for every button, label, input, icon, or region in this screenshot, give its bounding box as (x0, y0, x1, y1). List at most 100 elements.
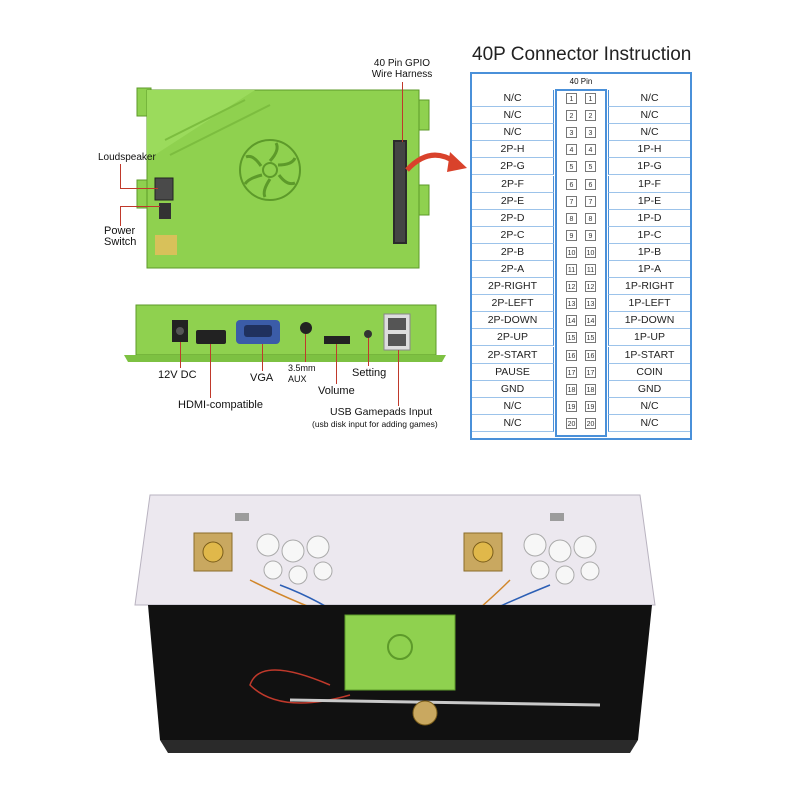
dc-label: 12V DC (158, 369, 197, 381)
lead-line (120, 164, 121, 188)
led-strip (289, 698, 601, 707)
pin-right-signal: 1P-G (608, 158, 690, 176)
pin-left-signal: 2P-RIGHT (472, 278, 554, 296)
pin-right-signal: 1P-H (608, 141, 690, 159)
pin-table-header: 40 Pin (569, 77, 593, 86)
pin-number-right: 13 (585, 298, 596, 310)
pin-right-signal: 1P-UP (608, 329, 690, 347)
board-inside (344, 614, 456, 691)
pin-number-right: 1 (585, 93, 596, 104)
vga-label: VGA (250, 372, 274, 384)
usb-note: (usb disk input for adding games) (312, 419, 438, 429)
pin-left-signal: 2P-E (472, 192, 554, 210)
arrow-icon (405, 152, 467, 172)
board-side-view (124, 304, 446, 362)
pin-number-left: 3 (566, 127, 577, 139)
pin-right-signal: 1P-F (608, 175, 690, 193)
acrylic-lid (134, 494, 656, 606)
pin-left-signal: 2P-LEFT (472, 295, 554, 313)
lead-line (402, 82, 403, 142)
pin-number-left: 19 (566, 400, 577, 412)
pin-number-right: 4 (585, 144, 596, 156)
pin-left-signal: N/C (472, 124, 554, 142)
pin-left-signal: 2P-D (472, 209, 554, 227)
pin-number-right: 2 (585, 110, 596, 122)
hdmi-port-icon (196, 330, 226, 344)
hdmi-label: HDMI-compatible (178, 399, 263, 411)
pin-number-left: 13 (566, 298, 577, 310)
pin-number-left: 20 (566, 417, 577, 429)
pin-left-signal: PAUSE (472, 363, 554, 381)
pin-number-right: 10 (585, 246, 596, 258)
pin-number-right: 5 (585, 161, 596, 173)
pin-right-signal: 1P-DOWN (608, 312, 690, 330)
gpio-label: 40 Pin GPIO Wire Harness (371, 58, 433, 80)
pin-number-left: 12 (566, 281, 577, 293)
pin-number-left: 16 (566, 349, 577, 361)
pin-number-left: 15 (566, 332, 577, 344)
pin-number-left: 11 (566, 264, 577, 275)
pin-number-left: 17 (566, 366, 577, 378)
pin-left-signal: 2P-A (472, 261, 554, 279)
lead-line (120, 188, 158, 189)
power-switch-label: Power Switch (104, 225, 137, 248)
pin-right-signal: N/C (608, 397, 690, 415)
pin-number-right: 17 (585, 366, 596, 378)
pin-right-signal: 1P-D (608, 209, 690, 227)
pin-right-signal: N/C (608, 90, 690, 108)
setting-button-icon (364, 330, 372, 338)
arcade-console-photo (134, 494, 656, 753)
volume-label: Volume (318, 385, 355, 397)
pin-number-left: 2 (566, 110, 577, 122)
lead-line (368, 338, 369, 366)
pin-left-signal: 2P-START (472, 346, 554, 364)
pin-number-left: 7 (566, 195, 577, 207)
pin-number-right: 3 (585, 127, 596, 139)
pin-number-left: 1 (566, 93, 577, 104)
pin-right-signal: 1P-C (608, 226, 690, 244)
pin-number-left: 9 (566, 229, 577, 241)
pin-left-signal: 2P-G (472, 158, 554, 176)
pin-left-signal: 2P-F (472, 175, 554, 193)
pin-right-signal: 1P-E (608, 192, 690, 210)
lead-line (120, 206, 121, 226)
pin-number-right: 19 (585, 400, 596, 412)
pin-number-right: 7 (585, 195, 596, 207)
pin-right-signal: N/C (608, 107, 690, 125)
pin-number-right: 18 (585, 383, 596, 395)
pin-number-right: 14 (585, 315, 596, 327)
pin-number-right: 6 (585, 178, 596, 190)
pin-table-title: 40P Connector Instruction (472, 44, 692, 65)
fan-icon (239, 139, 301, 201)
fan-icon (387, 634, 413, 660)
lead-line (180, 342, 181, 368)
pin-left-signal: 2P-DOWN (472, 312, 554, 330)
pin-number-left: 5 (566, 161, 577, 173)
joystick-icon (463, 532, 503, 572)
pin-number-right: 11 (585, 264, 596, 275)
lead-line (120, 206, 160, 207)
pin-left-signal: N/C (472, 107, 554, 125)
pin-right-signal: 1P-START (608, 346, 690, 364)
pin-right-signal: 1P-LEFT (608, 295, 690, 313)
aux-port-icon (300, 322, 312, 334)
joystick-icon (193, 532, 233, 572)
speaker-icon (412, 700, 438, 726)
volume-wheel-icon (324, 336, 350, 344)
pin-right-signal: 1P-RIGHT (608, 278, 690, 296)
pin-row: 2P-LEFT 13 13 1P-LEFT (472, 295, 690, 313)
